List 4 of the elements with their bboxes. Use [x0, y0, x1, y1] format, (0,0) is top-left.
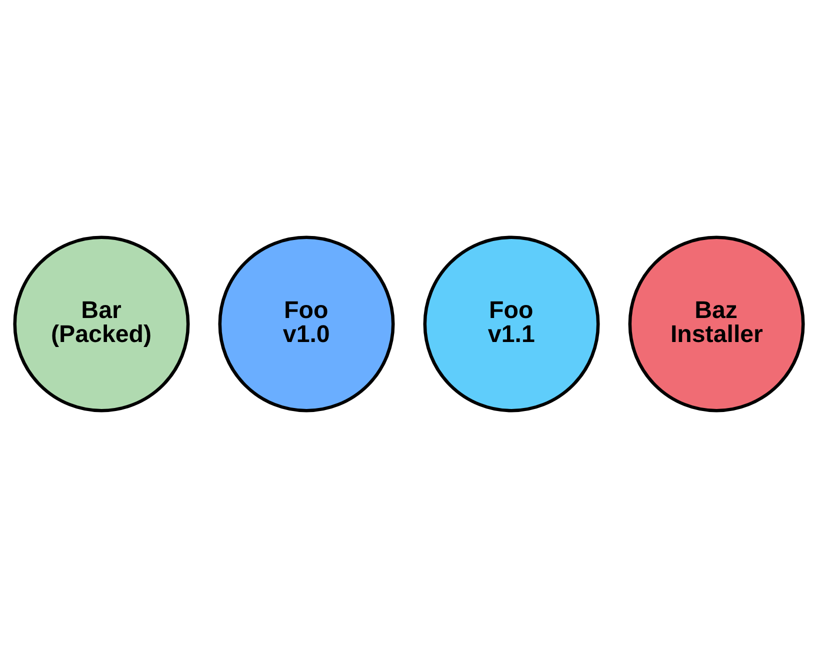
node-circle: Baz Installer [628, 235, 804, 412]
node-circle: Bar (Packed) [12, 235, 190, 412]
node-circle: Foo v1.0 [218, 235, 394, 412]
node-circle: Foo v1.1 [422, 235, 600, 412]
